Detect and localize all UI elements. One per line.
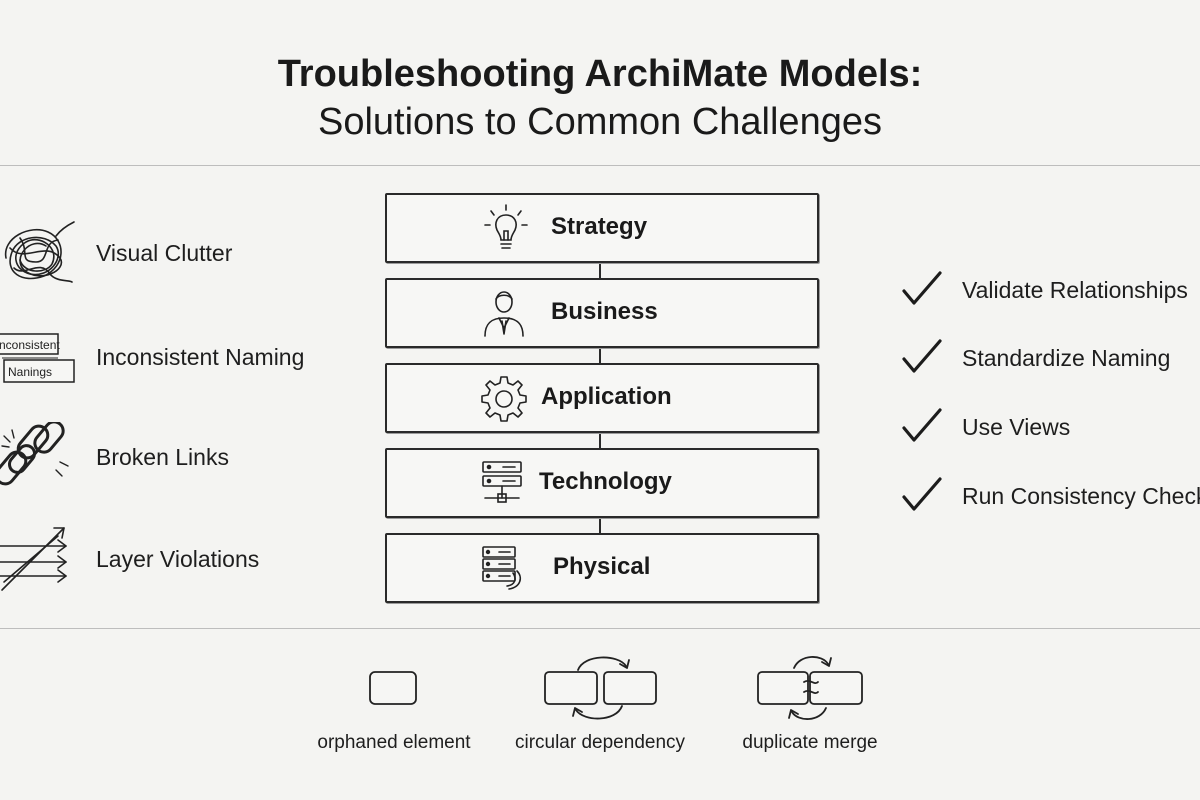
issue-duplicate-merge: duplicate merge bbox=[710, 652, 910, 762]
gear-icon bbox=[481, 376, 527, 422]
solution-label: Use Views bbox=[962, 414, 1071, 440]
layer-connector bbox=[599, 344, 601, 364]
top-divider bbox=[0, 165, 1200, 166]
checkmark-icon bbox=[902, 408, 942, 442]
title-line-1: Troubleshooting ArchiMate Models: bbox=[277, 53, 923, 95]
solution-label: Standardize Naming bbox=[962, 345, 1171, 371]
solution-label: Validate Relationships bbox=[962, 277, 1188, 303]
server-network-icon bbox=[482, 461, 522, 503]
single-box-icon bbox=[369, 671, 417, 705]
layer-name: Business bbox=[551, 298, 658, 325]
solution-validate-relationships: Validate Relationships bbox=[900, 265, 1200, 315]
solution-use-views: Use Views bbox=[900, 402, 1200, 452]
crossing-arrows-icon bbox=[0, 527, 67, 591]
layer-business[interactable]: Business bbox=[385, 278, 819, 348]
challenge-inconsistent-naming: nconsistent Nanings Inconsistent Naming bbox=[0, 322, 340, 392]
checkmark-icon bbox=[902, 271, 942, 305]
challenge-layer-violations: Layer Violations bbox=[0, 524, 340, 594]
layer-technology[interactable]: Technology bbox=[385, 448, 819, 518]
layer-connector bbox=[599, 429, 601, 449]
issue-label: orphaned element bbox=[317, 732, 471, 753]
lightbulb-icon bbox=[484, 204, 528, 249]
title-line-2: Solutions to Common Challenges bbox=[318, 101, 882, 143]
challenge-label: Broken Links bbox=[96, 444, 229, 470]
tag-text-bottom: Nanings bbox=[8, 365, 52, 379]
layer-connector bbox=[599, 259, 601, 279]
layer-name: Application bbox=[541, 383, 672, 410]
issue-label: circular dependency bbox=[514, 732, 686, 753]
solution-label: Run Consistency Checks bbox=[962, 483, 1200, 509]
layer-connector bbox=[599, 514, 601, 534]
layer-name: Strategy bbox=[551, 213, 648, 240]
name-tags-icon: nconsistent Nanings bbox=[0, 333, 75, 383]
checkmark-icon bbox=[902, 477, 942, 511]
layer-application[interactable]: Application bbox=[385, 363, 819, 433]
tangle-icon bbox=[4, 221, 75, 283]
checkmark-icon bbox=[902, 339, 942, 373]
layer-name: Physical bbox=[553, 553, 651, 580]
merge-boxes-icon bbox=[757, 656, 863, 720]
page-title: Troubleshooting ArchiMate Models: Soluti… bbox=[0, 50, 1200, 146]
challenge-label: Inconsistent Naming bbox=[96, 344, 305, 370]
solution-run-consistency-checks: Run Consistency Checks bbox=[900, 471, 1200, 521]
challenge-label: Layer Violations bbox=[96, 546, 260, 572]
server-rack-icon bbox=[482, 546, 522, 590]
issue-orphaned-element: orphaned element bbox=[294, 652, 494, 762]
challenge-visual-clutter: Visual Clutter bbox=[0, 218, 340, 288]
solution-standardize-naming: Standardize Naming bbox=[900, 333, 1200, 383]
challenge-label: Visual Clutter bbox=[96, 240, 233, 266]
challenge-broken-links: Broken Links bbox=[0, 422, 340, 492]
layer-strategy[interactable]: Strategy bbox=[385, 193, 819, 263]
bottom-divider bbox=[0, 628, 1200, 629]
broken-chain-icon bbox=[0, 422, 69, 486]
cycle-boxes-icon bbox=[544, 656, 657, 720]
layer-physical[interactable]: Physical bbox=[385, 533, 819, 603]
person-icon bbox=[484, 291, 524, 337]
tag-text-top: nconsistent bbox=[0, 338, 60, 352]
issue-label: duplicate merge bbox=[742, 732, 878, 753]
issue-circular-dependency: circular dependency bbox=[500, 652, 700, 762]
layer-name: Technology bbox=[539, 468, 672, 495]
